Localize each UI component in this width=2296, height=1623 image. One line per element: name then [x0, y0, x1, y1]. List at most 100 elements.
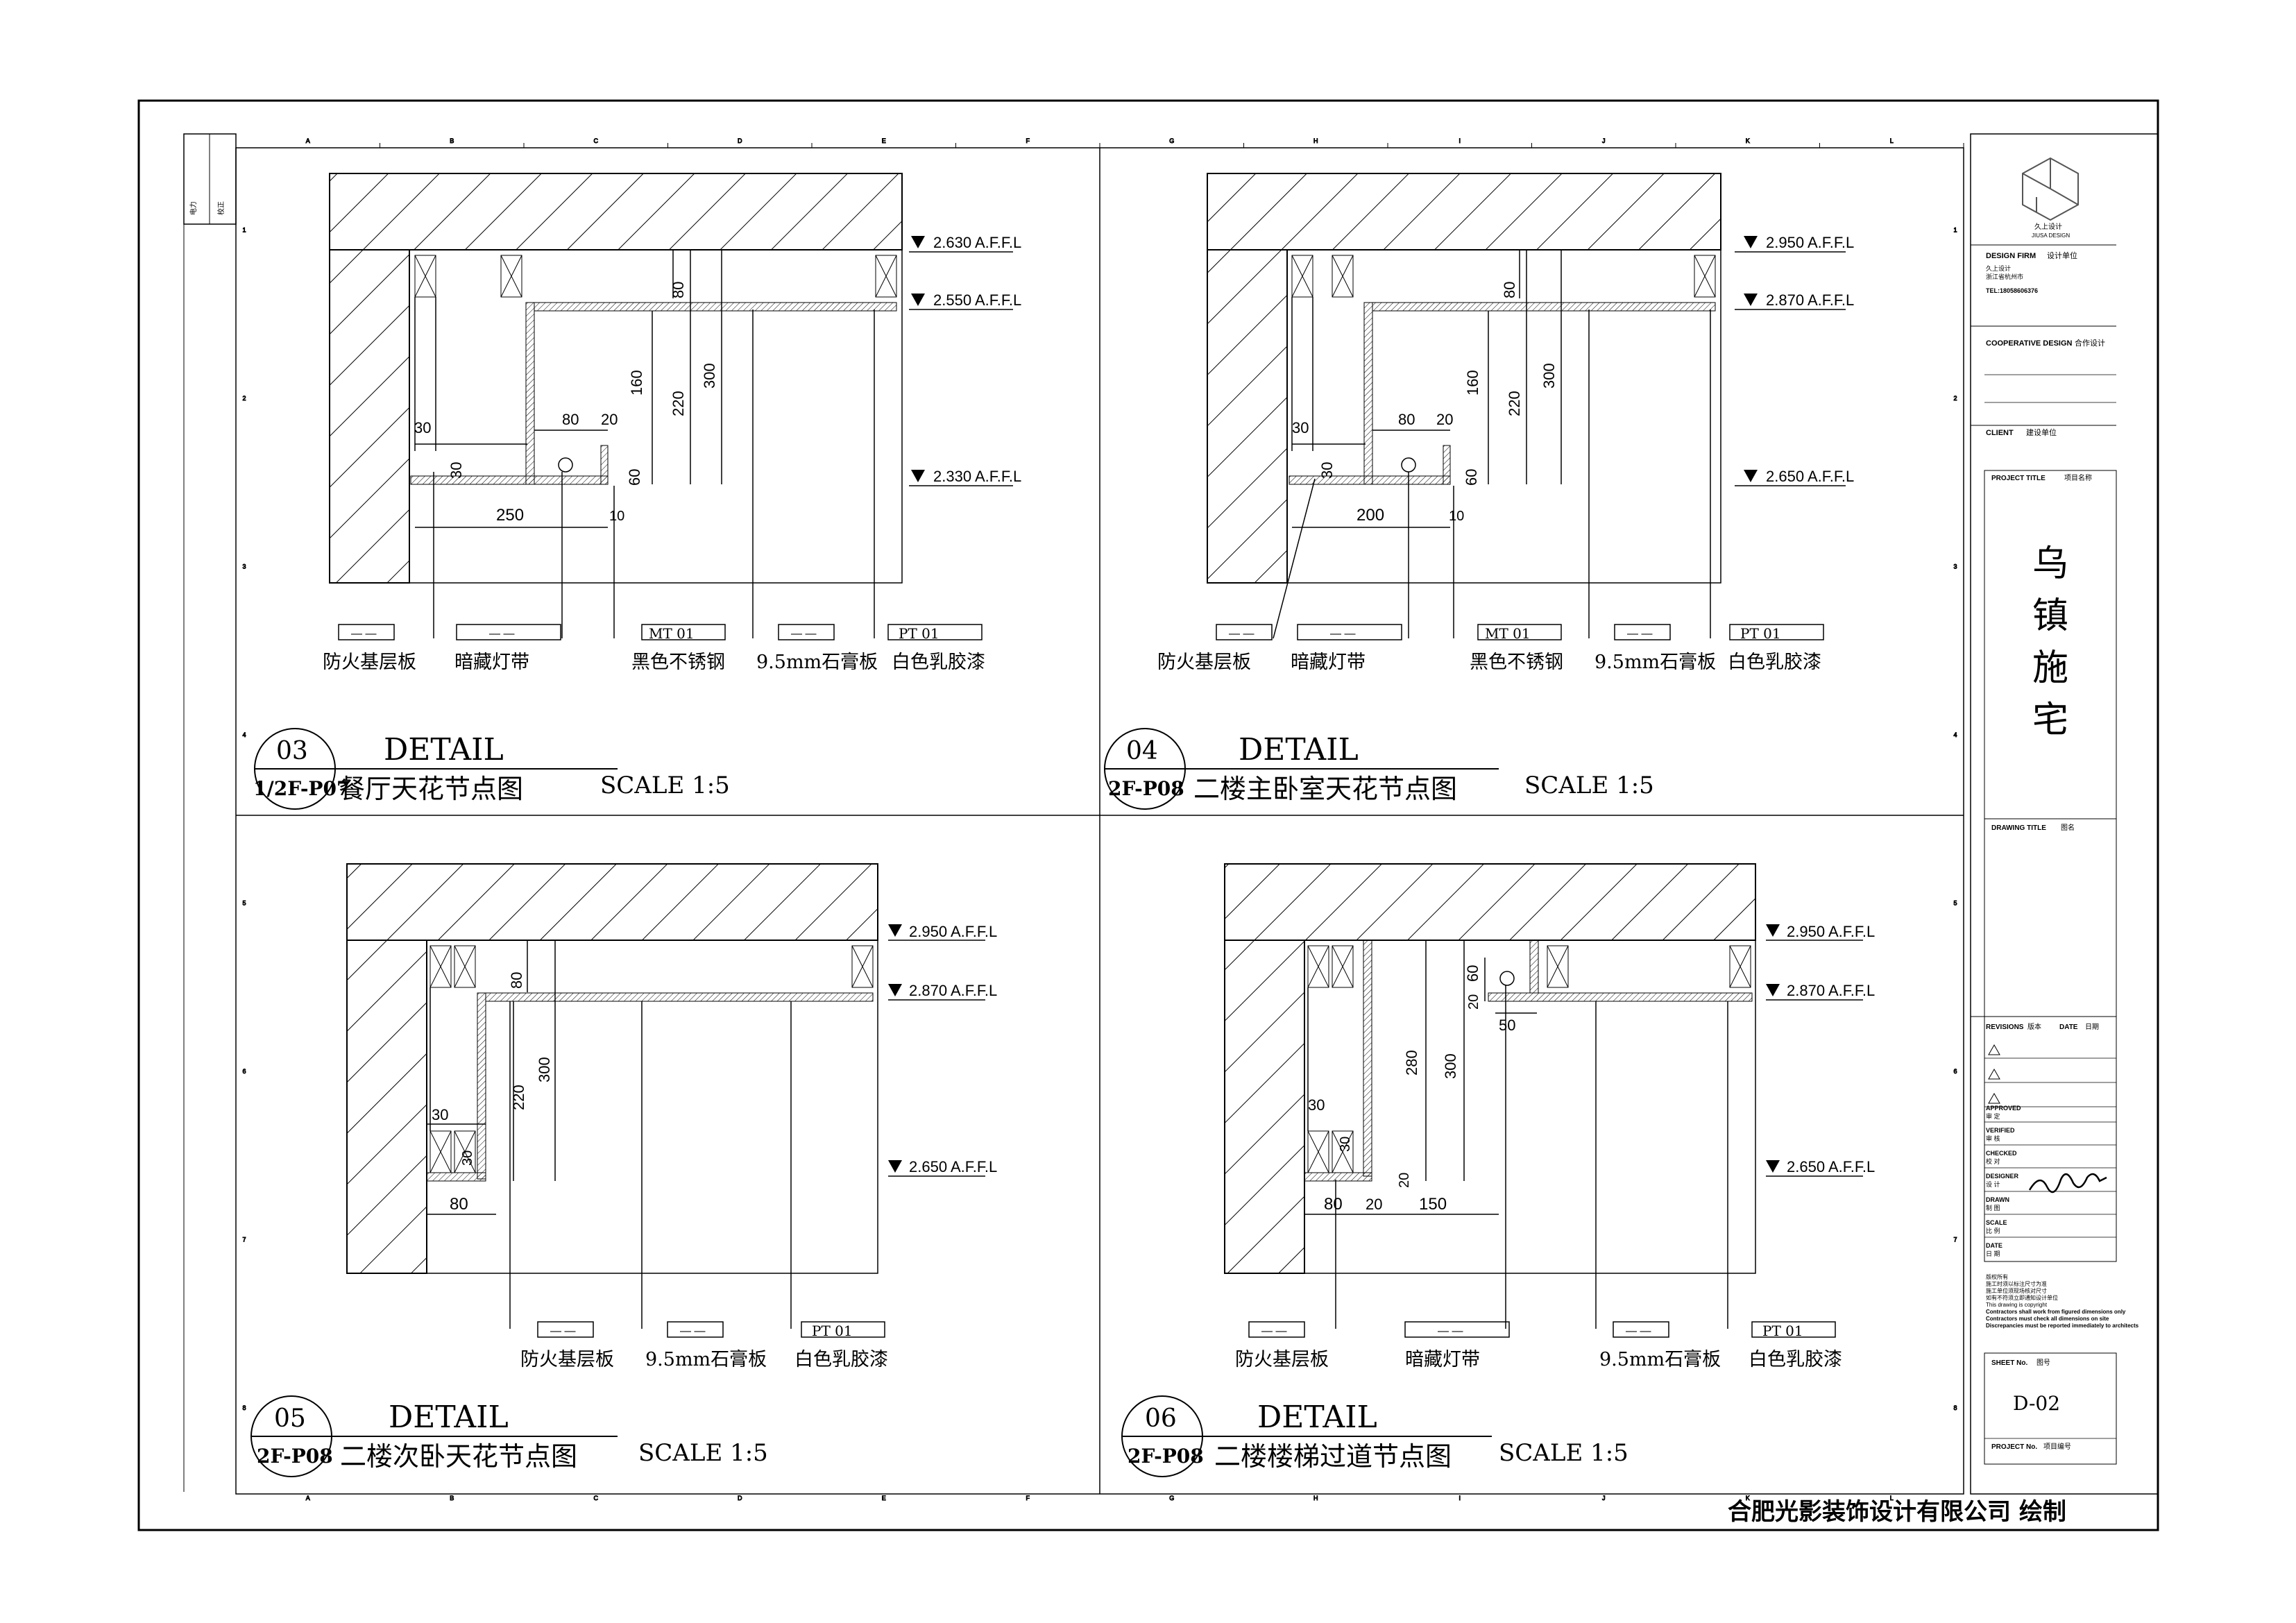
- dimension-label: 30: [432, 1106, 448, 1123]
- note-line: Contractors must check all dimensions on…: [1986, 1316, 2109, 1322]
- detail-number: 05: [274, 1404, 306, 1433]
- detail-heading: DETAIL: [384, 732, 504, 767]
- grid-number: 8: [1953, 1404, 1957, 1411]
- dimension-label: 30: [1338, 1137, 1353, 1152]
- designer-label: DESIGNER: [1986, 1173, 2019, 1180]
- grid-letter: D: [738, 1495, 742, 1502]
- grid-number: 5: [1953, 899, 1957, 906]
- detail-04: [1207, 173, 1846, 640]
- client-cn: 建设单位: [2026, 427, 2057, 437]
- note-line: 版权所有: [1986, 1273, 2008, 1280]
- grid-letter: L: [1890, 1495, 1894, 1502]
- detail-ref: 1/2F-P07: [253, 777, 350, 800]
- level-label: 2.330 A.F.F.L: [933, 468, 1021, 485]
- dimension-label: 300: [536, 1057, 553, 1082]
- date2-label: DATE: [1986, 1242, 2002, 1249]
- callout-tag: MT 01: [649, 625, 695, 642]
- dimension-label: 80: [450, 1195, 468, 1214]
- detail-heading: DETAIL: [1239, 732, 1359, 767]
- dimension-label: 20: [1466, 994, 1481, 1010]
- level-label: 2.550 A.F.F.L: [933, 291, 1021, 309]
- dimension-label: 30: [1292, 419, 1309, 436]
- grid-number: 5: [242, 899, 246, 906]
- dimension-label: 60: [1463, 469, 1480, 486]
- grid-letter: F: [1026, 1495, 1030, 1502]
- grid-number: 6: [1953, 1068, 1957, 1075]
- level-label: 2.870 A.F.F.L: [909, 982, 997, 999]
- dimension-label: 300: [1540, 363, 1558, 389]
- detail-06-text: 2.950 A.F.F.L 2.870 A.F.F.L 2.650 A.F.F.…: [1121, 923, 1875, 1477]
- approved-cn: 审 定: [1986, 1112, 2000, 1120]
- logo-text: 久上设计: [2034, 222, 2062, 231]
- dimension-label: 200: [1357, 506, 1384, 525]
- grid-letter: K: [1746, 1495, 1750, 1502]
- detail-scale: SCALE 1:5: [1524, 772, 1654, 799]
- grid-letter: C: [594, 1495, 599, 1502]
- note-line: Contractors shall work from figured dime…: [1986, 1309, 2126, 1315]
- callout-text: 暗藏灯带: [454, 652, 529, 673]
- callout-tag: — —: [680, 1325, 705, 1337]
- scale-label: SCALE: [1986, 1219, 2007, 1226]
- detail-03: [329, 173, 1013, 640]
- dimension-label: 30: [1308, 1096, 1325, 1114]
- grid-letter: G: [1169, 1495, 1174, 1502]
- dimension-label: 220: [510, 1085, 527, 1110]
- callout-tag: — —: [791, 628, 816, 640]
- grid-letter: I: [1459, 1495, 1461, 1502]
- callout-tag: — —: [1438, 1325, 1463, 1337]
- firm-tel: TEL:18058606376: [1986, 287, 2038, 294]
- callout-text: 白色乳胶漆: [1749, 1349, 1842, 1370]
- stamp-label: 校正: [216, 201, 226, 215]
- callout-text: 暗藏灯带: [1291, 652, 1366, 673]
- detail-name: 二楼次卧天花节点图: [340, 1441, 577, 1472]
- level-label: 2.650 A.F.F.L: [909, 1158, 997, 1175]
- detail-ref: 2F-P08: [257, 1445, 333, 1468]
- grid-letter: H: [1313, 137, 1318, 144]
- detail-ref: 2F-P08: [1128, 1445, 1204, 1468]
- grid-letter: F: [1026, 137, 1030, 144]
- firm-logo-icon: [2022, 157, 2079, 221]
- level-markers: [909, 251, 1013, 486]
- sheet-no: D-02: [2013, 1392, 2060, 1415]
- revision-triangle-icon: [1988, 1044, 2000, 1104]
- callout-tag: — —: [489, 628, 514, 640]
- dimension-label: 20: [601, 411, 618, 428]
- grid-letter: B: [450, 137, 454, 144]
- detail-05-text: 2.950 A.F.F.L 2.870 A.F.F.L 2.650 A.F.F.…: [250, 923, 997, 1477]
- detail-scale: SCALE 1:5: [638, 1439, 768, 1467]
- drawn-cn: 制 图: [1986, 1204, 2000, 1212]
- approved-label: APPROVED: [1986, 1105, 2021, 1112]
- dimension-label: 20: [1366, 1196, 1382, 1213]
- drawing-title-label: DRAWING TITLE: [1991, 824, 2046, 832]
- grid-number: 8: [242, 1404, 246, 1411]
- dimension-label: 20: [1397, 1173, 1412, 1188]
- detail-05: [346, 863, 985, 1338]
- detail-heading: DETAIL: [389, 1400, 509, 1435]
- dimension-label: 10: [1449, 509, 1464, 524]
- sheet-no-cn: 图号: [2036, 1359, 2050, 1367]
- dimension-label: 280: [1403, 1050, 1420, 1076]
- dimension-label: 300: [1442, 1053, 1459, 1079]
- grid-number: 4: [242, 731, 246, 738]
- callout-tag: PT 01: [812, 1323, 853, 1339]
- sheet-no-label: SHEET No.: [1991, 1359, 2027, 1367]
- dimension-label: 10: [609, 509, 624, 524]
- dimension-label: 160: [628, 370, 645, 396]
- project-no-label: PROJECT No.: [1991, 1443, 2037, 1451]
- dimension-label: 80: [1501, 282, 1518, 298]
- detail-04-text: 2.950 A.F.F.L 2.870 A.F.F.L 2.650 A.F.F.…: [1104, 234, 1854, 810]
- dimension-label: 80: [508, 972, 525, 989]
- grid-letter: A: [306, 137, 310, 144]
- grid-number: 3: [242, 563, 246, 570]
- grid-letter: G: [1169, 137, 1174, 144]
- stamp-label: 电力: [189, 201, 198, 215]
- cooperative-label: COOPERATIVE DESIGN: [1986, 339, 2073, 348]
- designer-signature: [2028, 1173, 2107, 1193]
- callout-tag: PT 01: [899, 625, 939, 642]
- callout-text: 防火基层板: [1157, 652, 1251, 673]
- logo-sub: JIUSA DESIGN: [2032, 232, 2070, 239]
- detail-scale: SCALE 1:5: [600, 772, 730, 799]
- callout-tag: — —: [1229, 628, 1254, 640]
- project-no-cn: 项目编号: [2043, 1442, 2071, 1451]
- detail-heading: DETAIL: [1257, 1400, 1377, 1435]
